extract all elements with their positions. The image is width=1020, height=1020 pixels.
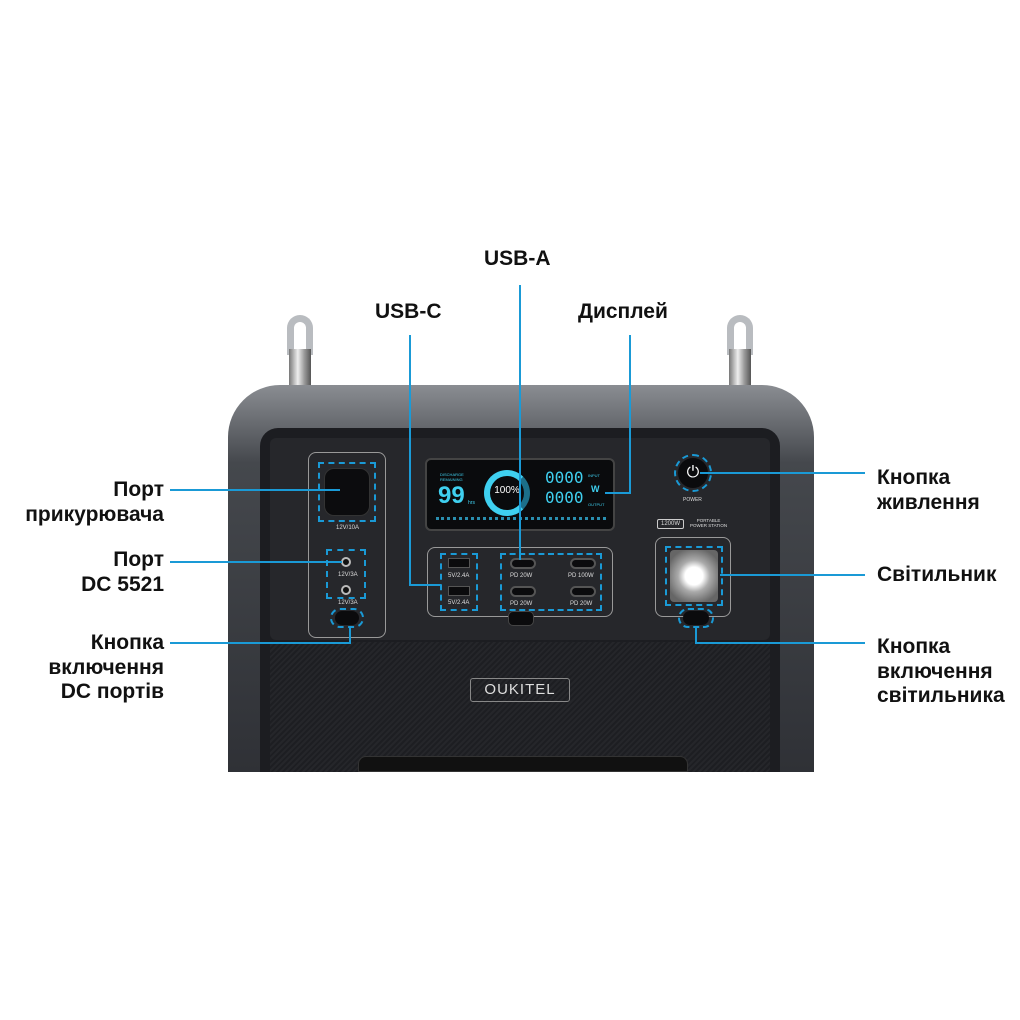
lamp-button-label-3: світильника [877, 684, 1005, 707]
usb-c-callout-line [409, 335, 411, 586]
dc-button-highlight [330, 608, 364, 628]
power-icon: ⏻ [686, 464, 700, 481]
dc-port-1-rating: 12V/3A [338, 572, 358, 578]
product-type-1: PORTABLE [696, 518, 721, 523]
watt-unit: W [591, 484, 600, 494]
dc-port-2[interactable] [341, 585, 351, 595]
dc-button-callout-line [170, 642, 351, 644]
usb-c-port-1[interactable] [510, 558, 536, 569]
dc-port-1[interactable] [341, 557, 351, 567]
bottom-handle-slot [358, 756, 688, 772]
usb-a-port-1[interactable] [448, 558, 470, 568]
car-port[interactable] [324, 468, 370, 516]
lamp-callout-line [720, 574, 865, 576]
usb-c-port-2[interactable] [570, 558, 596, 569]
dc-button-callout-line-v [349, 627, 351, 644]
usb-a-rating-1: 5V/2.4A [448, 573, 470, 579]
output-watts: 0000 [545, 488, 584, 507]
input-watts: 0000 [545, 468, 584, 487]
lamp-highlight [665, 546, 723, 606]
battery-percent: 100% [494, 485, 520, 496]
usb-c-highlight [500, 553, 602, 611]
dc-port-2-rating: 12V/3A [338, 600, 358, 606]
lamp-button-callout-line [695, 642, 865, 644]
usb-a-label: USB-A [484, 247, 551, 270]
battery-ring [484, 470, 530, 516]
input-label: INPUT [588, 473, 600, 478]
lamp-label: Світильник [877, 563, 997, 586]
right-handle [725, 315, 755, 393]
power-button-callout-line [700, 472, 865, 474]
lower-panel [270, 642, 770, 772]
usb-c-rating-3: PD 20W [510, 601, 533, 607]
usb-a-highlight [440, 553, 478, 611]
output-label: OUTPUT [588, 502, 605, 507]
remaining-label-1: DISCHARGE [440, 472, 464, 477]
car-port-label-1: Порт [113, 478, 164, 501]
lamp-button-label-1: Кнопка [877, 635, 951, 658]
left-port-panel [308, 452, 386, 638]
car-port-highlight [318, 462, 376, 522]
usb-c-label: USB-C [375, 300, 442, 323]
remaining-hours: 99 [438, 482, 465, 509]
usb-c-rating-1: PD 20W [510, 573, 533, 579]
wattage-badge: 1200W [657, 519, 684, 529]
left-handle [285, 315, 315, 393]
usb-a-callout-line [519, 285, 521, 560]
dc-port-highlight [326, 549, 366, 599]
car-port-callout-line [170, 489, 340, 491]
dc-on-button[interactable] [335, 611, 359, 625]
dc-port-callout-line [170, 561, 342, 563]
usb-c-callout-line-h [409, 584, 441, 586]
display-callout-line-h [605, 492, 631, 494]
dc-button-label-2: включення [48, 655, 164, 679]
display-label: Дисплей [578, 300, 668, 323]
remaining-label-2: REMAINING [440, 477, 463, 482]
lamp-on-button[interactable] [683, 611, 709, 625]
lamp-button-label-2: включення [877, 659, 993, 683]
usb-a-rating-2: 5V/2.4A [448, 600, 470, 606]
dc-port-label-2: DC 5521 [81, 572, 164, 596]
dc-button-label-3: DC портів [60, 680, 164, 703]
lamp-light [670, 550, 718, 602]
car-port-label-2: прикурювача [25, 502, 164, 526]
product-type-2: POWER STATION [690, 523, 728, 528]
power-button-label-1: Кнопка [877, 466, 951, 489]
usb-on-button[interactable] [508, 611, 534, 626]
status-icons-row [436, 517, 606, 521]
usb-c-port-4[interactable] [570, 586, 596, 597]
usb-c-rating-2: PD 100W [568, 573, 594, 579]
usb-c-rating-4: PD 20W [570, 601, 593, 607]
brand-logo: OUKITEL [470, 678, 570, 702]
display-callout-line [629, 335, 631, 494]
usb-c-port-3[interactable] [510, 586, 536, 597]
remaining-unit: hrs [468, 500, 475, 506]
dc-port-label-1: Порт [113, 548, 164, 571]
power-button-label-2: живлення [877, 490, 980, 514]
car-port-rating: 12V/10A [336, 525, 360, 531]
dc-button-label-1: Кнопка [90, 631, 164, 654]
lamp-button-callout-line-v [695, 627, 697, 644]
power-label: POWER [683, 497, 702, 503]
usb-a-port-2[interactable] [448, 586, 470, 596]
